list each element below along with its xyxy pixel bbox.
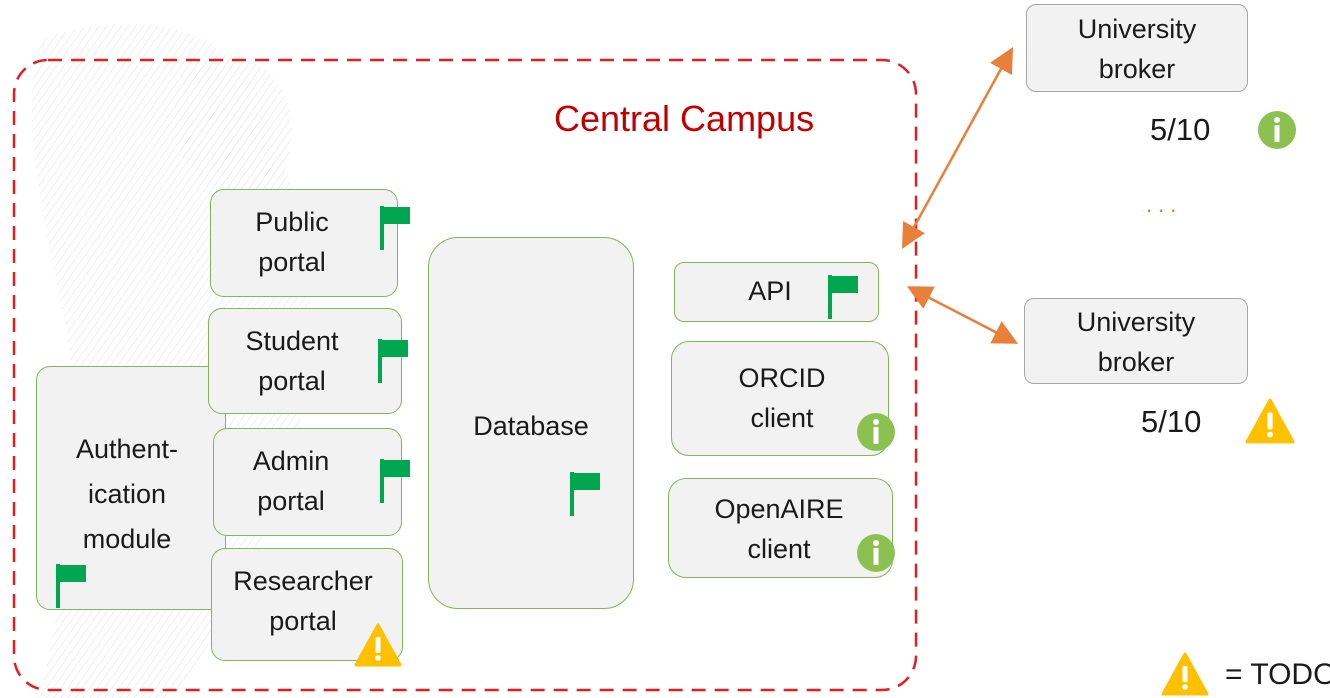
auth-module-line-3: module: [82, 524, 172, 554]
auth-module-label: Authent- ication module: [37, 427, 217, 562]
auth-module-line-2: ication: [87, 479, 167, 509]
arrow-top-broker: [901, 47, 1014, 249]
researcher-portal-line-1: Researcher: [233, 566, 373, 596]
openaire-client-box: OpenAIRE client: [668, 478, 893, 578]
central-campus-region: [12, 58, 918, 692]
admin-portal-label: Admin portal: [226, 441, 356, 521]
student-portal-line-1: Student: [245, 326, 339, 356]
flag-icon: [570, 472, 600, 516]
researcher-portal-box: Researcher portal: [211, 548, 403, 661]
admin-portal-line-2: portal: [257, 486, 325, 516]
region-title: Central Campus: [554, 98, 815, 139]
broker-top-score: 5/10: [1150, 112, 1211, 147]
student-portal-label: Student portal: [227, 321, 357, 401]
university-broker-top: University broker: [1026, 4, 1248, 92]
student-portal-line-2: portal: [258, 366, 326, 396]
admin-portal-line-1: Admin: [252, 446, 330, 476]
university-broker-bottom: University broker: [1024, 298, 1248, 384]
public-portal-box: Public portal: [210, 189, 398, 297]
warning-icon: [354, 623, 402, 667]
flag-icon: [828, 275, 858, 319]
legend-warning-icon: [1161, 652, 1209, 696]
orcid-client-line-2: client: [750, 403, 814, 433]
arrow-bottom-broker: [906, 286, 1019, 344]
auth-module-line-1: Authent-: [75, 434, 179, 464]
broker-top-label: University broker: [1027, 9, 1247, 89]
flag-icon: [56, 564, 86, 608]
api-label: API: [748, 276, 792, 306]
researcher-portal-line-2: portal: [269, 606, 337, 636]
broker-bottom-line-2: broker: [1097, 347, 1175, 377]
openaire-client-line-2: client: [747, 534, 811, 564]
broker-top-line-1: University: [1077, 14, 1197, 44]
flag-icon: [380, 459, 410, 503]
orcid-client-line-1: ORCID: [738, 363, 826, 393]
database-label: Database: [473, 411, 589, 441]
public-portal-line-1: Public: [255, 207, 329, 237]
info-icon: [857, 413, 895, 451]
ellipsis: ...: [1146, 192, 1183, 217]
broker-top-line-2: broker: [1098, 54, 1176, 84]
legend-text: = TODO: [1225, 658, 1330, 691]
broker-bottom-line-1: University: [1076, 307, 1196, 337]
warning-icon: [1245, 398, 1295, 444]
info-icon: [857, 534, 895, 572]
admin-portal-box: Admin portal: [213, 428, 402, 536]
flag-icon: [378, 339, 408, 383]
auth-module-box: Authent- ication module: [36, 366, 226, 610]
public-portal-line-2: portal: [258, 247, 326, 277]
orcid-client-box: ORCID client: [671, 341, 889, 456]
broker-bottom-score: 5/10: [1141, 404, 1202, 439]
broker-bottom-label: University broker: [1025, 302, 1247, 382]
info-icon: [1258, 111, 1296, 149]
student-portal-box: Student portal: [208, 308, 402, 414]
flag-icon: [380, 206, 410, 250]
researcher-portal-label: Researcher portal: [218, 561, 388, 641]
openaire-client-label: OpenAIRE client: [699, 489, 859, 569]
public-portal-label: Public portal: [227, 202, 357, 282]
orcid-client-label: ORCID client: [712, 358, 852, 438]
database-box: Database: [428, 237, 634, 609]
openaire-client-line-1: OpenAIRE: [714, 494, 844, 524]
